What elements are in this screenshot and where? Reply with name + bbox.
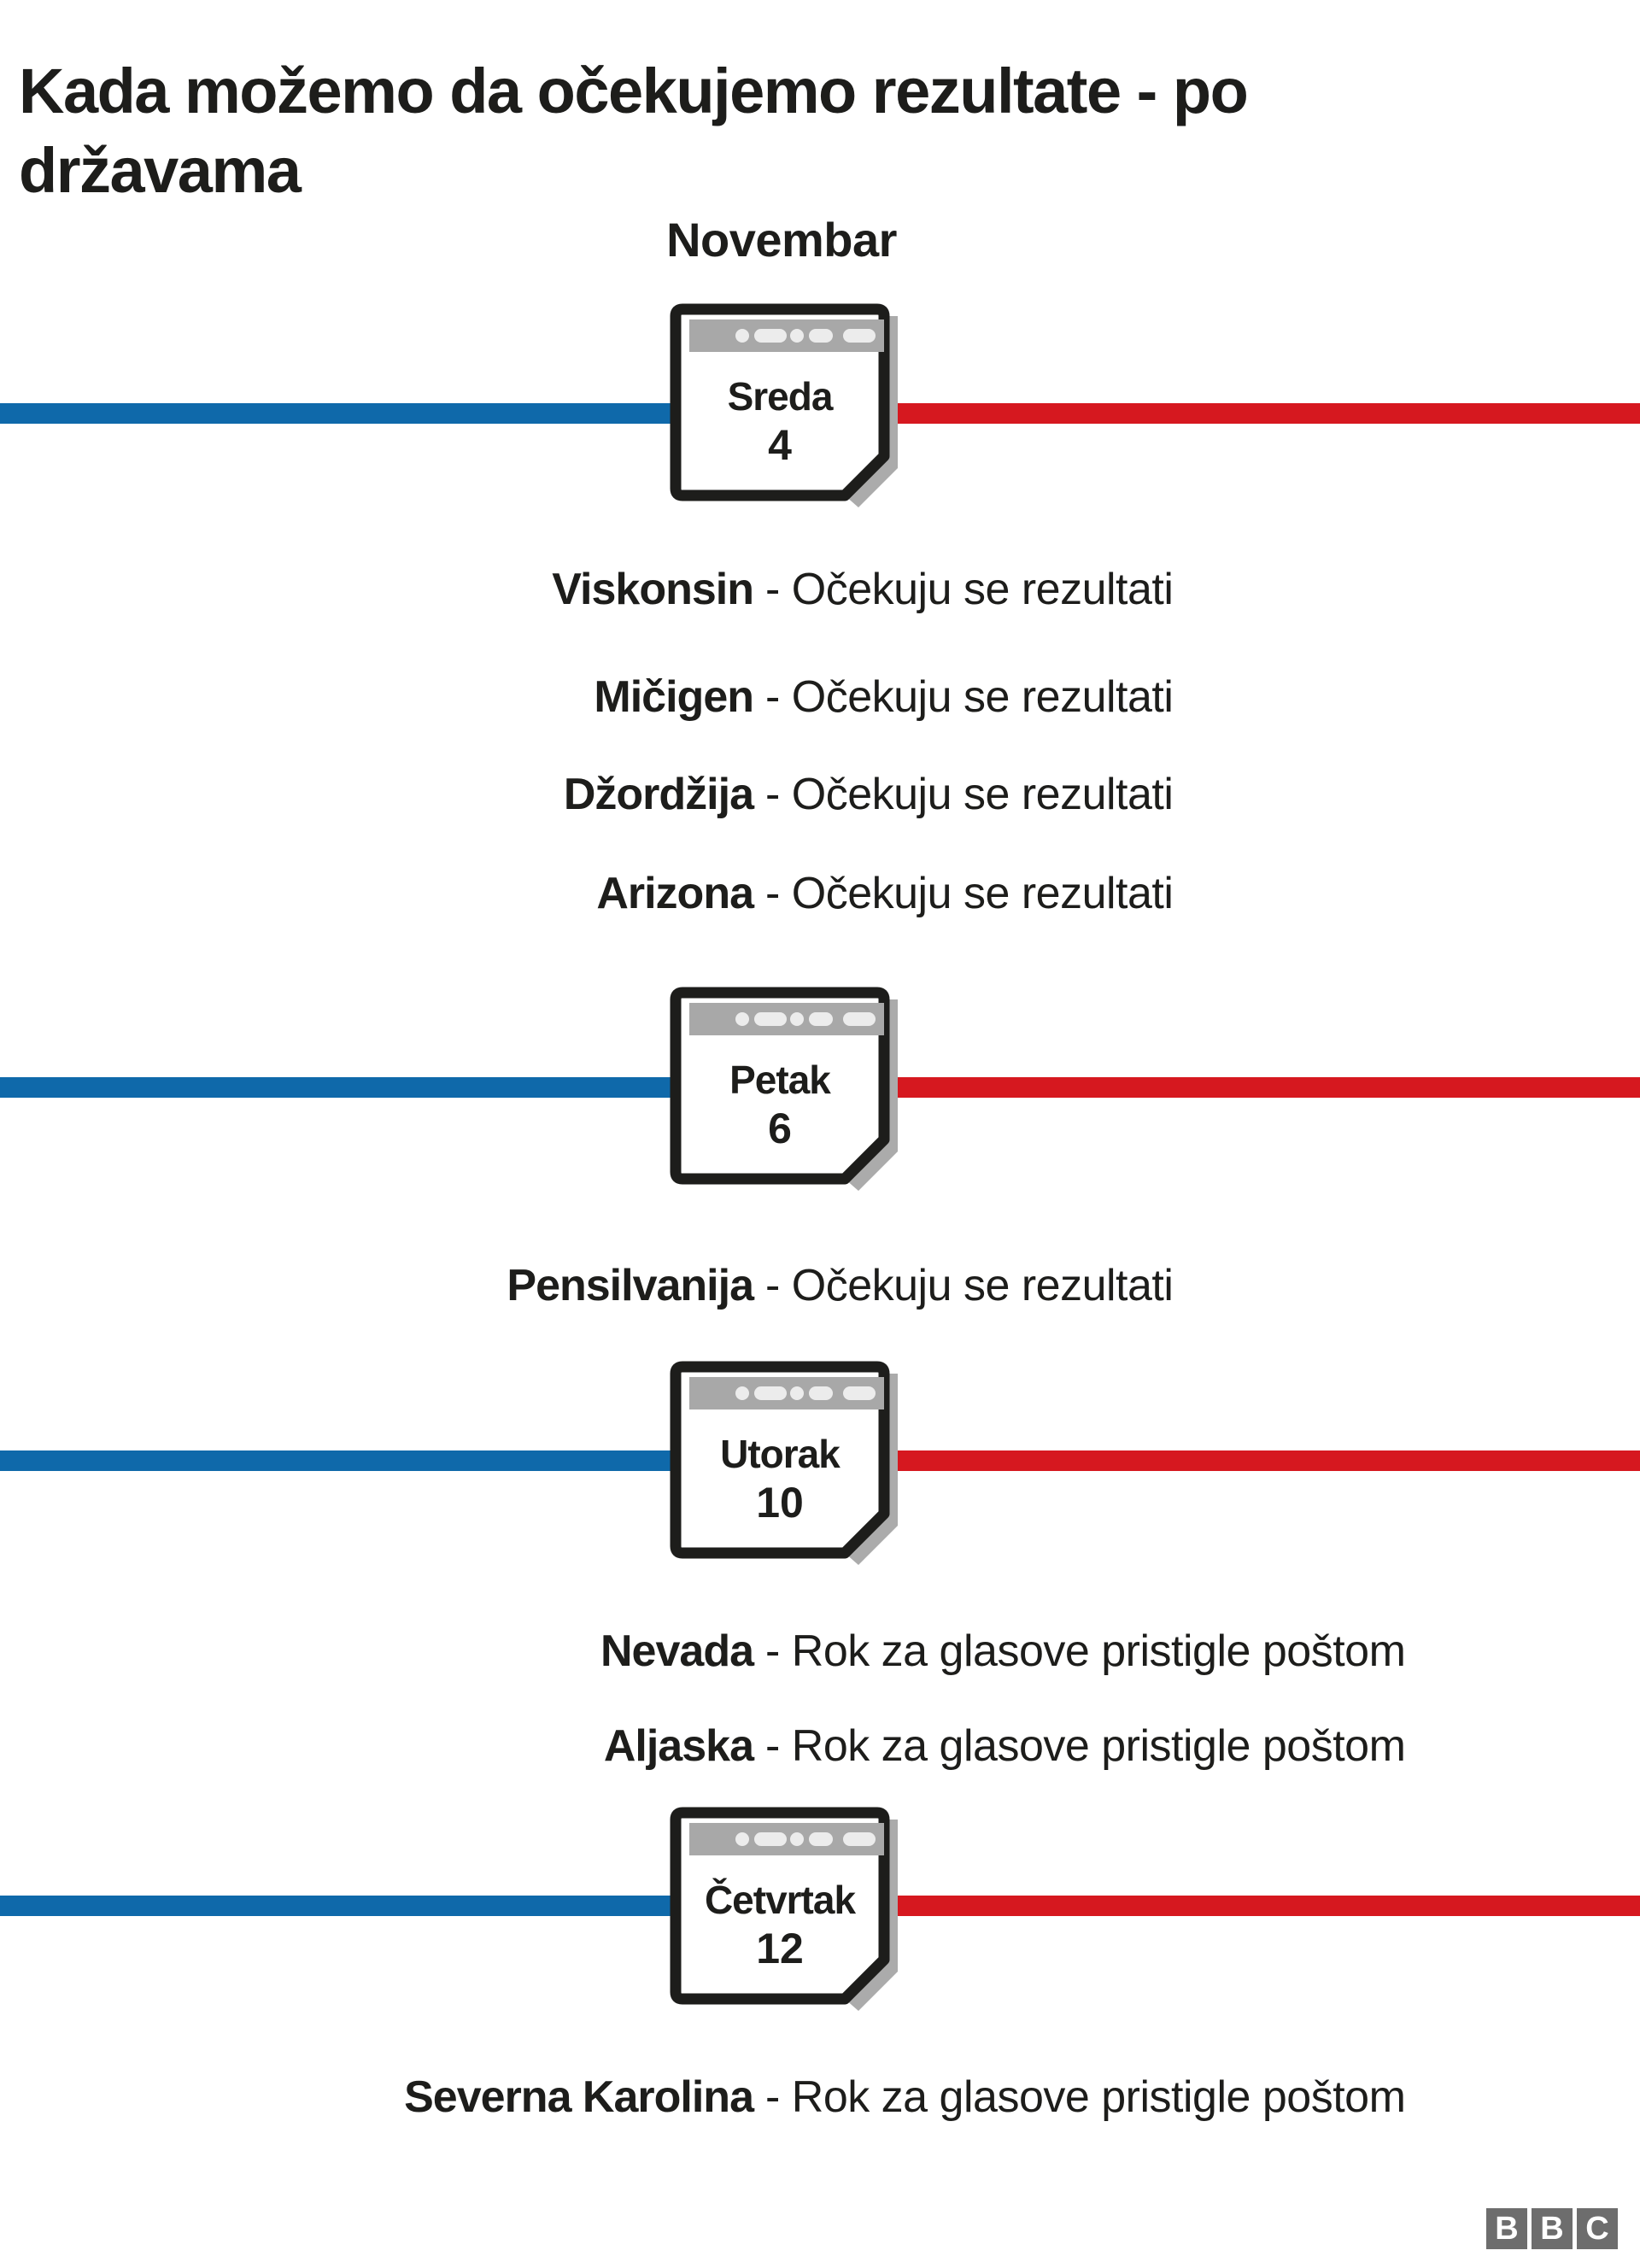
state-row: Severna Karolina - Rok za glasove pristi… <box>0 2067 1640 2127</box>
calendar-icon: Sreda 4 <box>670 303 898 507</box>
state-name: Pensilvanija <box>507 1261 754 1310</box>
page-title: Kada možemo da očekujemo rezultate - po … <box>19 55 1249 206</box>
calendar-day-label: Sreda <box>728 374 834 419</box>
calendar-date-number: 6 <box>768 1105 792 1152</box>
state-row: Pensilvanija - Očekuju se rezultati <box>0 1256 1640 1316</box>
state-note: - Rok za glasove pristigle poštom <box>765 1626 1406 1676</box>
state-name: Viskonsin <box>552 565 754 614</box>
calendar-icon: Utorak 10 <box>670 1361 898 1565</box>
calendar-date-number: 12 <box>756 1925 804 1972</box>
calendar-icon: Petak 6 <box>670 987 898 1191</box>
state-note: - Rok za glasove pristigle poštom <box>765 1721 1406 1771</box>
calendar-binding-dots <box>735 1832 876 1846</box>
state-note: - Očekuju se rezultati <box>765 672 1174 722</box>
state-row: Aljaska - Rok za glasove pristigle pošto… <box>0 1716 1640 1776</box>
state-note: - Očekuju se rezultati <box>765 565 1174 614</box>
calendar-binding-dots <box>735 1012 876 1026</box>
state-note: - Očekuju se rezultati <box>765 869 1174 918</box>
calendar-page <box>670 1807 890 2005</box>
calendar-date-number: 4 <box>768 421 792 469</box>
calendar-binding-dots <box>735 329 876 343</box>
state-name: Džordžija <box>563 770 754 819</box>
bbc-logo-letter: B <box>1532 2208 1573 2249</box>
state-name: Arizona <box>596 869 754 918</box>
state-note: - Rok za glasove pristigle poštom <box>765 2072 1406 2122</box>
state-row: Arizona - Očekuju se rezultati <box>0 864 1640 923</box>
calendar-page <box>670 1361 890 1559</box>
state-row: Viskonsin - Očekuju se rezultati <box>0 560 1640 619</box>
calendar-page <box>670 303 890 501</box>
state-row: Mičigen - Očekuju se rezultati <box>0 667 1640 727</box>
month-label: Novembar <box>666 213 897 267</box>
state-row: Nevada - Rok za glasove pristigle poštom <box>0 1621 1640 1681</box>
calendar-date-number: 10 <box>756 1479 804 1527</box>
state-note: - Očekuju se rezultati <box>765 770 1174 819</box>
calendar-page <box>670 987 890 1185</box>
state-name: Mičigen <box>594 672 754 722</box>
state-name: Aljaska <box>603 1721 754 1771</box>
state-name: Severna Karolina <box>404 2072 754 2122</box>
calendar-day-label: Četvrtak <box>705 1878 857 1922</box>
calendar-day-label: Petak <box>729 1058 831 1102</box>
bbc-logo: B B C <box>1486 2208 1618 2249</box>
calendar-binding-dots <box>735 1386 876 1400</box>
calendar-day-label: Utorak <box>720 1432 840 1476</box>
bbc-logo-letter: B <box>1486 2208 1527 2249</box>
calendar-icon: Četvrtak 12 <box>670 1807 898 2011</box>
bbc-logo-letter: C <box>1577 2208 1618 2249</box>
state-name: Nevada <box>600 1626 754 1676</box>
state-row: Džordžija - Očekuju se rezultati <box>0 765 1640 824</box>
state-note: - Očekuju se rezultati <box>765 1261 1174 1310</box>
